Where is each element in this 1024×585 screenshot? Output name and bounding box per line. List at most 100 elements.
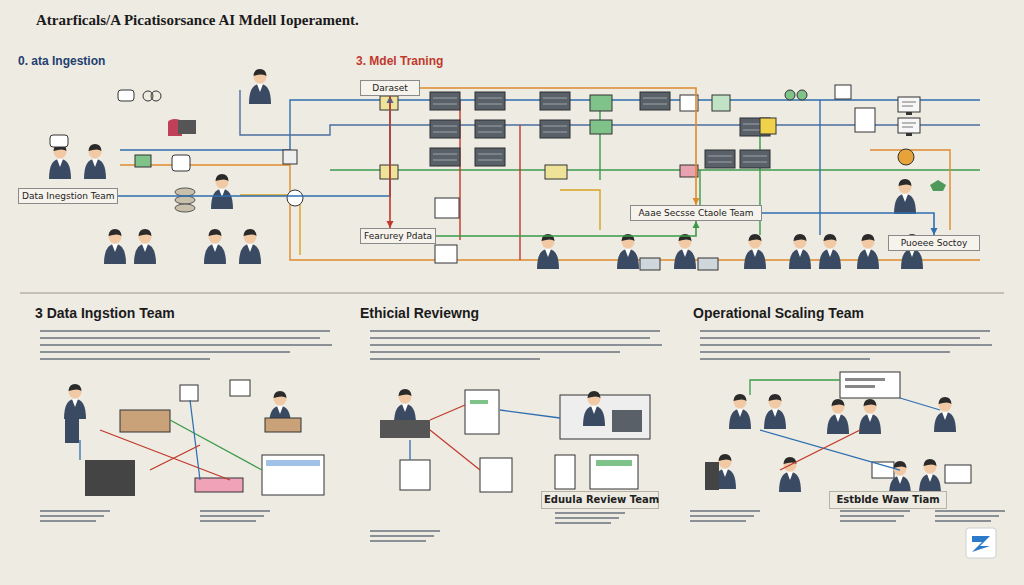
illustration-part xyxy=(855,108,875,132)
operations-icons xyxy=(894,97,946,214)
panel-body-text xyxy=(40,330,1005,542)
illustration-part xyxy=(265,418,301,432)
illustration-part xyxy=(827,399,849,434)
illustration-part xyxy=(500,410,560,418)
illustration-part xyxy=(750,380,940,470)
divider xyxy=(20,293,1004,294)
arrow-head xyxy=(693,221,700,228)
illustration-part xyxy=(370,330,662,360)
illustration-part xyxy=(640,92,670,110)
diagram-title: Atrarficals/A Picatisorsance AI Mdell Io… xyxy=(36,12,359,29)
illustration-part xyxy=(64,384,86,419)
illustration-part xyxy=(430,430,480,470)
illustration-part xyxy=(519,125,520,260)
illustration-part xyxy=(380,165,398,179)
illustration-part xyxy=(104,229,126,264)
illustration-part xyxy=(789,234,811,269)
team-caption-box: Estblde Waw Tiam xyxy=(829,491,947,509)
illustration-part xyxy=(172,155,190,171)
illustration-part xyxy=(175,204,195,212)
illustration-part xyxy=(175,196,195,204)
illustration-part xyxy=(545,165,567,179)
node-text: Puoeee Soctoy xyxy=(892,237,976,249)
illustration-part xyxy=(135,155,151,167)
illustration-part xyxy=(785,90,795,100)
illustration-part xyxy=(583,391,605,426)
illustration-part xyxy=(175,188,195,196)
illustration-part xyxy=(134,229,156,264)
illustration-part xyxy=(287,190,303,206)
illustration-part xyxy=(370,530,440,542)
illustration-part xyxy=(40,330,332,360)
illustration-part xyxy=(845,378,885,381)
illustration-part xyxy=(590,120,612,134)
illustration-part xyxy=(266,460,320,466)
illustration-part xyxy=(200,510,270,522)
flow-connector xyxy=(762,213,934,235)
illustration-part xyxy=(211,174,233,209)
illustration-part xyxy=(118,90,134,101)
illustration-part xyxy=(705,150,735,168)
illustration-part xyxy=(195,478,243,492)
illustration-part xyxy=(151,91,161,101)
illustration-part xyxy=(705,462,719,490)
panel-heading: Operational Scaling Team xyxy=(689,301,1009,321)
illustration-part xyxy=(674,234,696,269)
team-panel: 3 Data Ingstion Team xyxy=(30,300,345,575)
team-panel: Operational Scaling TeamEstblde Waw Tiam xyxy=(688,300,1010,575)
illustration-part xyxy=(698,258,718,270)
illustration-part xyxy=(599,100,600,180)
process-tag: Data Inegstion Team xyxy=(18,188,118,204)
arrow-head xyxy=(693,198,700,205)
illustration-part xyxy=(239,229,261,264)
illustration-part xyxy=(555,455,575,489)
illustration-part xyxy=(919,459,941,494)
section-label: 0. ata Ingestion xyxy=(18,54,105,68)
illustration-part xyxy=(249,69,271,104)
illustration-part xyxy=(49,144,71,179)
illustration-part xyxy=(555,512,625,524)
illustration-part xyxy=(394,389,416,424)
illustration-part xyxy=(178,120,196,134)
ingestion-scene xyxy=(64,380,324,496)
illustration-part xyxy=(840,510,910,522)
node-text: Eduula Review Team xyxy=(544,494,656,505)
illustration-part xyxy=(240,90,980,135)
illustration-part xyxy=(380,420,430,438)
flow-connector xyxy=(436,221,696,236)
illustration-part xyxy=(230,380,250,396)
illustration-part xyxy=(840,372,900,398)
illustration-part xyxy=(430,405,465,420)
arrow-head xyxy=(387,96,394,103)
illustration-part xyxy=(190,400,200,480)
illustration-part xyxy=(150,445,200,470)
illustration-part xyxy=(120,410,170,432)
illustration-part xyxy=(409,440,410,460)
illustration-part xyxy=(435,245,457,263)
illustration-part xyxy=(780,430,860,470)
illustration-part xyxy=(40,510,110,522)
illustration-part xyxy=(898,118,920,136)
illustration-part xyxy=(750,380,840,395)
illustration-part xyxy=(612,410,642,432)
illustration-part xyxy=(65,415,79,443)
illustration-part xyxy=(680,95,698,111)
illustration-part xyxy=(596,460,632,466)
illustration-part xyxy=(945,465,971,483)
illustration-part xyxy=(760,430,900,470)
illustration-part xyxy=(845,385,875,388)
illustration-part xyxy=(872,462,894,478)
process-tag: Fearurey Pdata xyxy=(360,228,436,244)
review-scene xyxy=(380,389,650,492)
illustration-part xyxy=(819,100,820,235)
illustration-part xyxy=(935,510,1005,522)
illustration-part xyxy=(900,398,940,410)
flow-connector xyxy=(420,88,696,205)
node-text: Daraset xyxy=(364,82,416,94)
illustration-part xyxy=(680,165,698,177)
illustration-part xyxy=(540,120,570,138)
illustration-part xyxy=(699,170,700,205)
illustration-part xyxy=(262,455,324,495)
illustration-part xyxy=(475,148,505,166)
